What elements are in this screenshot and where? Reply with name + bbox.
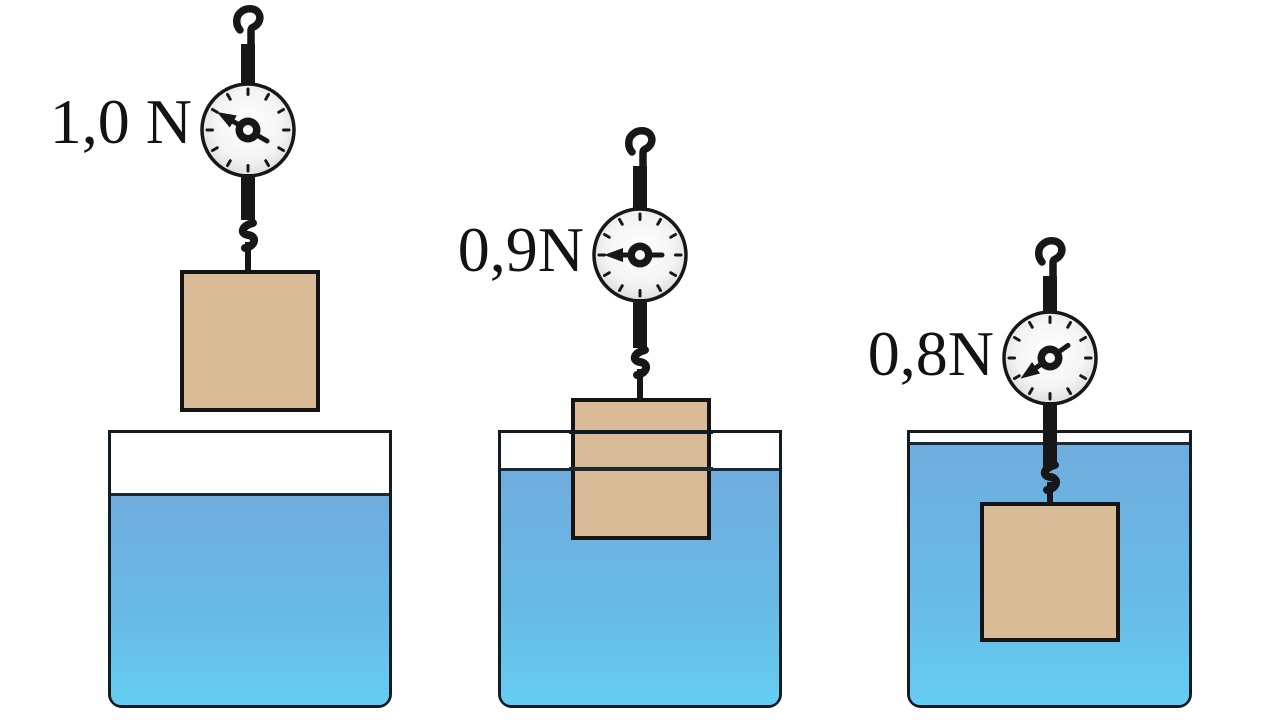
wooden-block — [980, 502, 1120, 642]
scale-reading-label: 0,8N — [867, 318, 994, 389]
beaker-rim-line-across-block — [569, 430, 713, 434]
gauge-hub-hole — [1045, 353, 1055, 363]
suspension-rod — [1047, 482, 1053, 504]
scale-rod-upper — [1043, 276, 1057, 314]
suspension-rod — [245, 242, 251, 272]
gauge-hub-hole — [635, 250, 645, 260]
spring-scale — [592, 126, 688, 400]
top-hook-icon — [237, 9, 260, 47]
top-hook-icon — [629, 131, 652, 169]
beaker — [498, 430, 782, 708]
spring-scale — [1002, 236, 1098, 504]
wooden-block — [180, 270, 320, 412]
scale-rod-upper — [241, 44, 255, 86]
scale-rod-upper — [633, 166, 647, 211]
suspension-rod — [637, 369, 643, 400]
scale-reading-label: 0,9N — [457, 214, 584, 285]
water — [111, 492, 389, 705]
scale-rod-lower — [1043, 402, 1057, 468]
water-surface-line-across-block — [569, 467, 713, 471]
scale-reading-label: 1,0 N — [49, 86, 192, 157]
spring-scale — [200, 4, 296, 272]
gauge-hub-hole — [243, 125, 253, 135]
top-hook-icon — [1039, 241, 1062, 279]
scale-rod-lower — [241, 174, 255, 220]
beaker — [108, 430, 392, 708]
scale-rod-lower — [633, 299, 647, 348]
